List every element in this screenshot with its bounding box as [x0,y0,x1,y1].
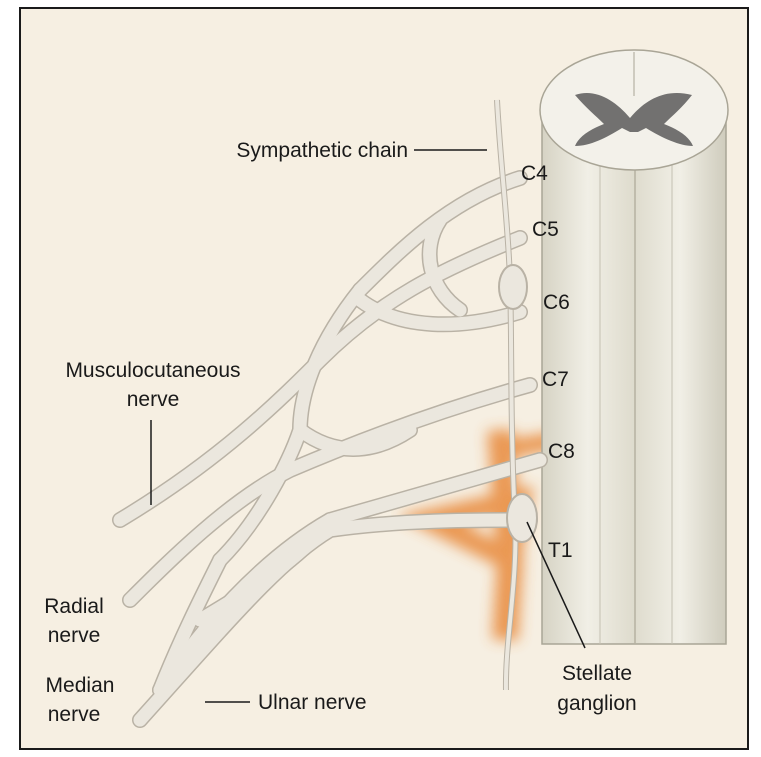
label-sympathetic-chain: Sympathetic chain [236,139,408,162]
cervical-ganglion [499,265,527,309]
label-musculocutaneous: Musculocutaneous [65,359,240,382]
label-stellate: Stellate [562,662,632,685]
label-ganglion: ganglion [557,692,636,715]
label-c7: C7 [542,368,569,391]
label-c5: C5 [532,218,559,241]
label-ulnar-nerve: Ulnar nerve [258,691,367,714]
label-musculocutaneous-nerve: nerve [127,388,180,411]
label-t1: T1 [548,539,573,562]
label-c8: C8 [548,440,575,463]
label-c6: C6 [543,291,570,314]
label-median-nerve: nerve [48,703,101,726]
label-radial-nerve: nerve [48,624,101,647]
label-radial: Radial [44,595,104,618]
label-c4: C4 [521,162,548,185]
label-median: Median [46,674,115,697]
